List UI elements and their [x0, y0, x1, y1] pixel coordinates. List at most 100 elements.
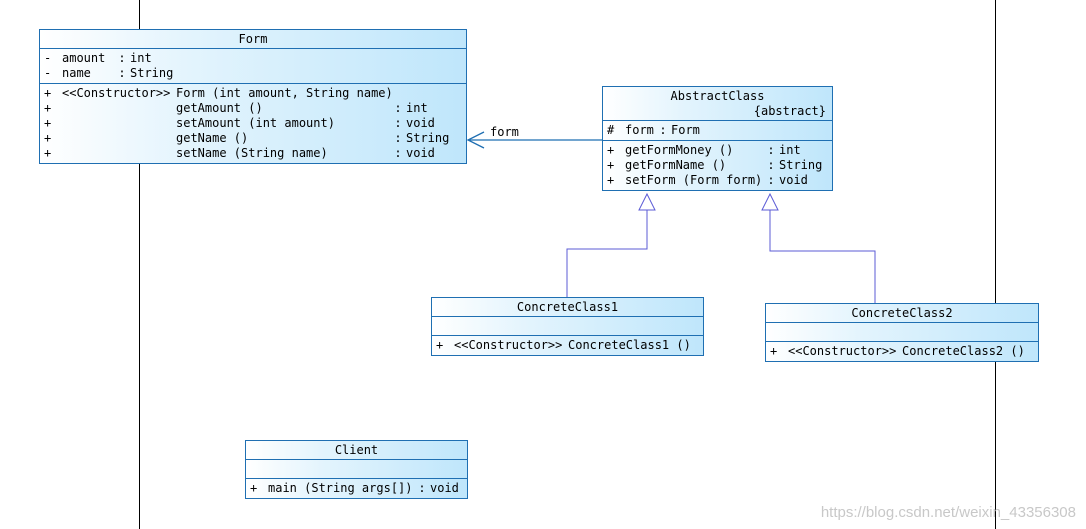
- association-form[interactable]: [466, 131, 602, 149]
- operation-signature: ConcreteClass1 (): [568, 338, 691, 352]
- operation-row: + getName () : String: [44, 131, 462, 146]
- class-concrete-class-2-header: ConcreteClass2: [766, 304, 1038, 323]
- class-concrete-class-1-operations: + <<Constructor>> ConcreteClass1 (): [432, 336, 703, 355]
- operation-row: + <<Constructor>> Form (int amount, Stri…: [44, 86, 462, 101]
- visibility-marker: +: [607, 143, 615, 157]
- lane-divider-left: [139, 0, 140, 529]
- operation-signature: setAmount (int amount): [176, 116, 335, 130]
- visibility-marker: +: [250, 481, 258, 495]
- class-client-attributes: [246, 460, 467, 479]
- operation-return-type: void: [406, 146, 435, 160]
- operation-row: + <<Constructor>> ConcreteClass2 (): [770, 344, 1034, 359]
- visibility-marker: +: [44, 146, 52, 160]
- class-abstract-class[interactable]: AbstractClass {abstract} # form : Form +…: [602, 86, 833, 191]
- class-concrete-class-2-operations: + <<Constructor>> ConcreteClass2 (): [766, 342, 1038, 361]
- class-client-header: Client: [246, 441, 467, 460]
- type-separator: :: [767, 143, 775, 157]
- class-form-operations: + <<Constructor>> Form (int amount, Stri…: [40, 84, 466, 163]
- operation-row: + getFormName () : String: [607, 158, 828, 173]
- generalization-concrete2[interactable]: [761, 192, 876, 304]
- visibility-marker: +: [607, 173, 615, 187]
- attribute-type: String: [130, 66, 174, 80]
- constructor-stereotype: <<Constructor>>: [454, 338, 563, 352]
- operation-signature: getName (): [176, 131, 249, 145]
- visibility-marker: +: [44, 86, 52, 100]
- class-concrete-class-1-attributes: [432, 317, 703, 336]
- abstract-stereotype: {abstract}: [753, 104, 826, 118]
- class-client[interactable]: Client + main (String args[]) : void: [245, 440, 468, 499]
- type-separator: :: [394, 101, 402, 115]
- type-separator: :: [418, 481, 426, 495]
- operation-row: + setForm (Form form) : void: [607, 173, 828, 188]
- class-abstract-class-name: AbstractClass: [670, 89, 765, 103]
- class-abstract-class-header: AbstractClass {abstract}: [603, 87, 832, 121]
- constructor-stereotype: <<Constructor>>: [62, 86, 171, 100]
- visibility-marker: +: [770, 344, 778, 358]
- class-client-name: Client: [334, 443, 379, 457]
- class-concrete-class-2-attributes: [766, 323, 1038, 342]
- operation-return-type: int: [406, 101, 428, 115]
- attribute-type: Form: [671, 123, 700, 137]
- type-separator: :: [118, 66, 126, 80]
- visibility-marker: +: [607, 158, 615, 172]
- operation-row: + getAmount () : int: [44, 101, 462, 116]
- lane-divider-right: [995, 0, 996, 529]
- type-separator: :: [394, 146, 402, 160]
- visibility-marker: -: [44, 66, 52, 80]
- visibility-marker: +: [436, 338, 444, 352]
- operation-signature: setForm (Form form): [625, 173, 763, 187]
- attribute-row: - name : String: [44, 66, 462, 81]
- generalization-concrete1[interactable]: [566, 192, 656, 298]
- class-concrete-class-1[interactable]: ConcreteClass1 + <<Constructor>> Concret…: [431, 297, 704, 356]
- operation-signature: ConcreteClass2 (): [902, 344, 1025, 358]
- type-separator: :: [659, 123, 667, 137]
- visibility-marker: #: [607, 123, 615, 137]
- class-abstract-class-operations: + getFormMoney () : int + getFormName ()…: [603, 141, 832, 190]
- attribute-row: # form : Form: [607, 123, 828, 138]
- class-concrete-class-1-header: ConcreteClass1: [432, 298, 703, 317]
- type-separator: :: [394, 131, 402, 145]
- operation-return-type: void: [406, 116, 435, 130]
- attribute-name: name: [62, 66, 91, 80]
- attribute-name: amount: [62, 51, 106, 65]
- class-abstract-class-attributes: # form : Form: [603, 121, 832, 141]
- constructor-stereotype: <<Constructor>>: [788, 344, 897, 358]
- visibility-marker: +: [44, 131, 52, 145]
- operation-signature: Form (int amount, String name): [176, 86, 393, 100]
- attribute-row: - amount : int: [44, 51, 462, 66]
- type-separator: :: [118, 51, 126, 65]
- operation-return-type: String: [406, 131, 450, 145]
- class-concrete-class-2[interactable]: ConcreteClass2 + <<Constructor>> Concret…: [765, 303, 1039, 362]
- operation-signature: setName (String name): [176, 146, 328, 160]
- operation-signature: main (String args[]): [268, 481, 413, 495]
- watermark-url: https://blog.csdn.net/weixin_43356308: [820, 504, 1076, 521]
- operation-signature: getFormMoney (): [625, 143, 734, 157]
- visibility-marker: -: [44, 51, 52, 65]
- visibility-marker: +: [44, 116, 52, 130]
- class-form-attributes: - amount : int - name : String: [40, 49, 466, 84]
- operation-return-type: void: [430, 481, 459, 495]
- association-role-label: form: [490, 125, 519, 139]
- type-separator: :: [767, 173, 775, 187]
- operation-row: + main (String args[]) : void: [250, 481, 463, 496]
- class-concrete-class-1-name: ConcreteClass1: [516, 300, 619, 314]
- operation-row: + setName (String name) : void: [44, 146, 462, 161]
- operation-return-type: String: [779, 158, 823, 172]
- class-form[interactable]: Form - amount : int - name : String + <<…: [39, 29, 467, 164]
- type-separator: :: [767, 158, 775, 172]
- operation-return-type: void: [779, 173, 808, 187]
- operation-row: + <<Constructor>> ConcreteClass1 (): [436, 338, 699, 353]
- attribute-name: form: [625, 123, 654, 137]
- operation-row: + getFormMoney () : int: [607, 143, 828, 158]
- visibility-marker: +: [44, 101, 52, 115]
- type-separator: :: [394, 116, 402, 130]
- class-form-name: Form: [238, 32, 268, 46]
- class-concrete-class-2-name: ConcreteClass2: [851, 306, 953, 320]
- attribute-type: int: [130, 51, 152, 65]
- operation-return-type: int: [779, 143, 801, 157]
- operation-signature: getFormName (): [625, 158, 727, 172]
- class-client-operations: + main (String args[]) : void: [246, 479, 467, 498]
- class-form-header: Form: [40, 30, 466, 49]
- operation-signature: getAmount (): [176, 101, 263, 115]
